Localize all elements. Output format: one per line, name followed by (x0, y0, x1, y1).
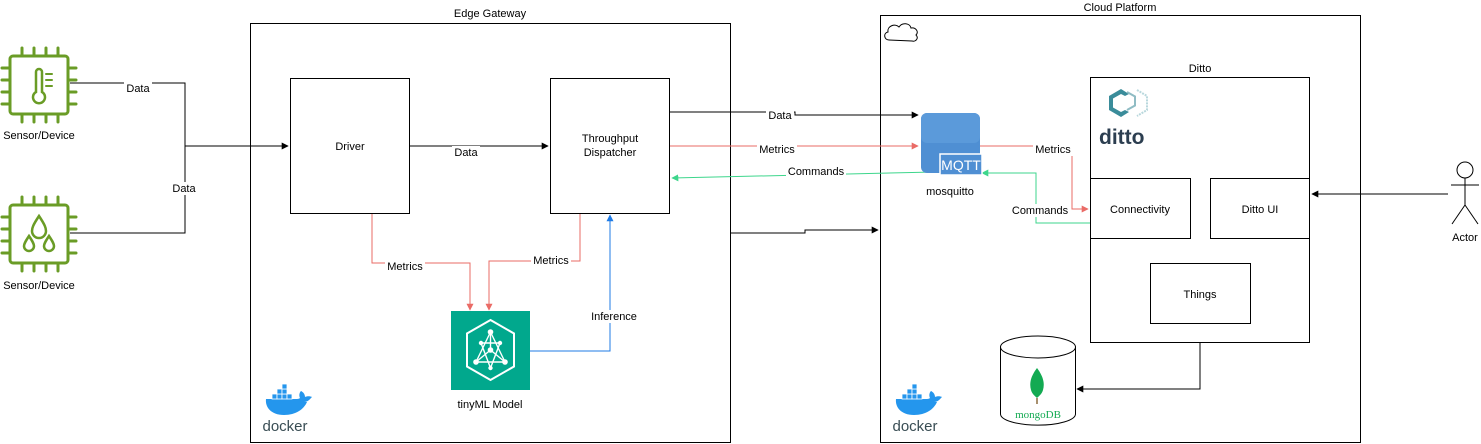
dispatcher-label-line1: Throughput (582, 133, 638, 145)
mosquitto-label: mosquitto (926, 186, 974, 198)
edge-ditto-mongodb (1076, 343, 1201, 393)
sensor-device-temperature-label: Sensor/Device (3, 130, 75, 142)
tinyml-icon (451, 311, 530, 390)
edge-gateway-title: Edge Gateway (454, 8, 527, 20)
tinyml-model-node: tinyML Model (451, 311, 530, 411)
dispatcher-label-line2: Dispatcher (584, 147, 637, 159)
docker-cloud-label: docker (892, 418, 937, 435)
docker-edge-label: docker (262, 418, 307, 435)
humidity-sensor-icon (0, 195, 78, 273)
label-metrics-mqtt-connectivity: Metrics (1035, 144, 1071, 156)
label-commands-connectivity-mqtt: Commands (1012, 205, 1069, 217)
edge-connectivity-mqtt-commands (981, 169, 1090, 224)
actor-icon (1451, 161, 1479, 225)
edge-dispatcher-mqtt-data (670, 111, 919, 119)
mongodb-logo-label: mongoDB (1015, 409, 1061, 421)
cloud-icon (884, 23, 918, 42)
ditto-ui-node: Ditto UI (1210, 178, 1310, 239)
label-data-sensor1: Data (126, 83, 150, 95)
edge-sensor2-driver (70, 146, 186, 234)
actor-label: Actor (1452, 232, 1478, 244)
label-metrics-driver-tinyml: Metrics (387, 261, 423, 273)
docker-cloud-logo: docker (892, 383, 942, 435)
edge-tinyml-dispatcher-inference (530, 214, 614, 352)
label-inference: Inference (591, 311, 637, 323)
docker-edge-logo: docker (262, 383, 312, 435)
label-metrics-dispatcher-mqtt: Metrics (759, 144, 795, 156)
ditto-logo-icon (1109, 89, 1148, 117)
tinyml-label: tinyML Model (457, 399, 522, 411)
ditto-ui-label: Ditto UI (1242, 204, 1279, 216)
edge-gateway-to-cloud (731, 226, 879, 234)
label-data-dispatcher-mqtt: Data (768, 110, 792, 122)
label-commands-mqtt-dispatcher: Commands (788, 166, 845, 178)
driver-label: Driver (335, 141, 365, 153)
mongodb-node: mongoDB (1000, 335, 1076, 426)
docker-icon (894, 383, 942, 415)
edge-labels: Data Data Data Data Metrics Commands Met… (124, 82, 1073, 323)
things-node: Things (1150, 263, 1251, 324)
ditto-logo: ditto (1099, 89, 1148, 149)
mqtt-icon-label: MQTT (941, 157, 981, 173)
label-metrics-dispatcher-tinyml: Metrics (533, 255, 569, 267)
connectivity-node: Connectivity (1090, 178, 1191, 239)
mqtt-icon: MQTT (921, 113, 983, 176)
temperature-sensor-icon (0, 46, 78, 124)
driver-node: Driver (290, 78, 410, 214)
sensor-device-humidity-label: Sensor/Device (3, 280, 75, 292)
sensor-device-humidity: Sensor/Device (0, 195, 78, 292)
ditto-title: Ditto (1189, 63, 1212, 75)
sensor-device-temperature: Sensor/Device (0, 46, 78, 142)
connectivity-label: Connectivity (1110, 204, 1170, 216)
cloud-platform-title: Cloud Platform (1084, 2, 1157, 14)
ditto-logo-label: ditto (1099, 126, 1144, 149)
label-data-sensor2: Data (172, 183, 196, 195)
mosquitto-node: MQTT mosquitto (921, 113, 983, 198)
things-label: Things (1183, 289, 1217, 301)
mongodb-icon (1030, 368, 1044, 404)
docker-icon (264, 383, 312, 415)
throughput-dispatcher-node: Throughput Dispatcher (550, 78, 670, 214)
actor-node: Actor (1451, 161, 1479, 244)
edge-mqtt-connectivity-metrics (978, 145, 1089, 213)
label-data-driver-dispatcher: Data (454, 147, 478, 159)
